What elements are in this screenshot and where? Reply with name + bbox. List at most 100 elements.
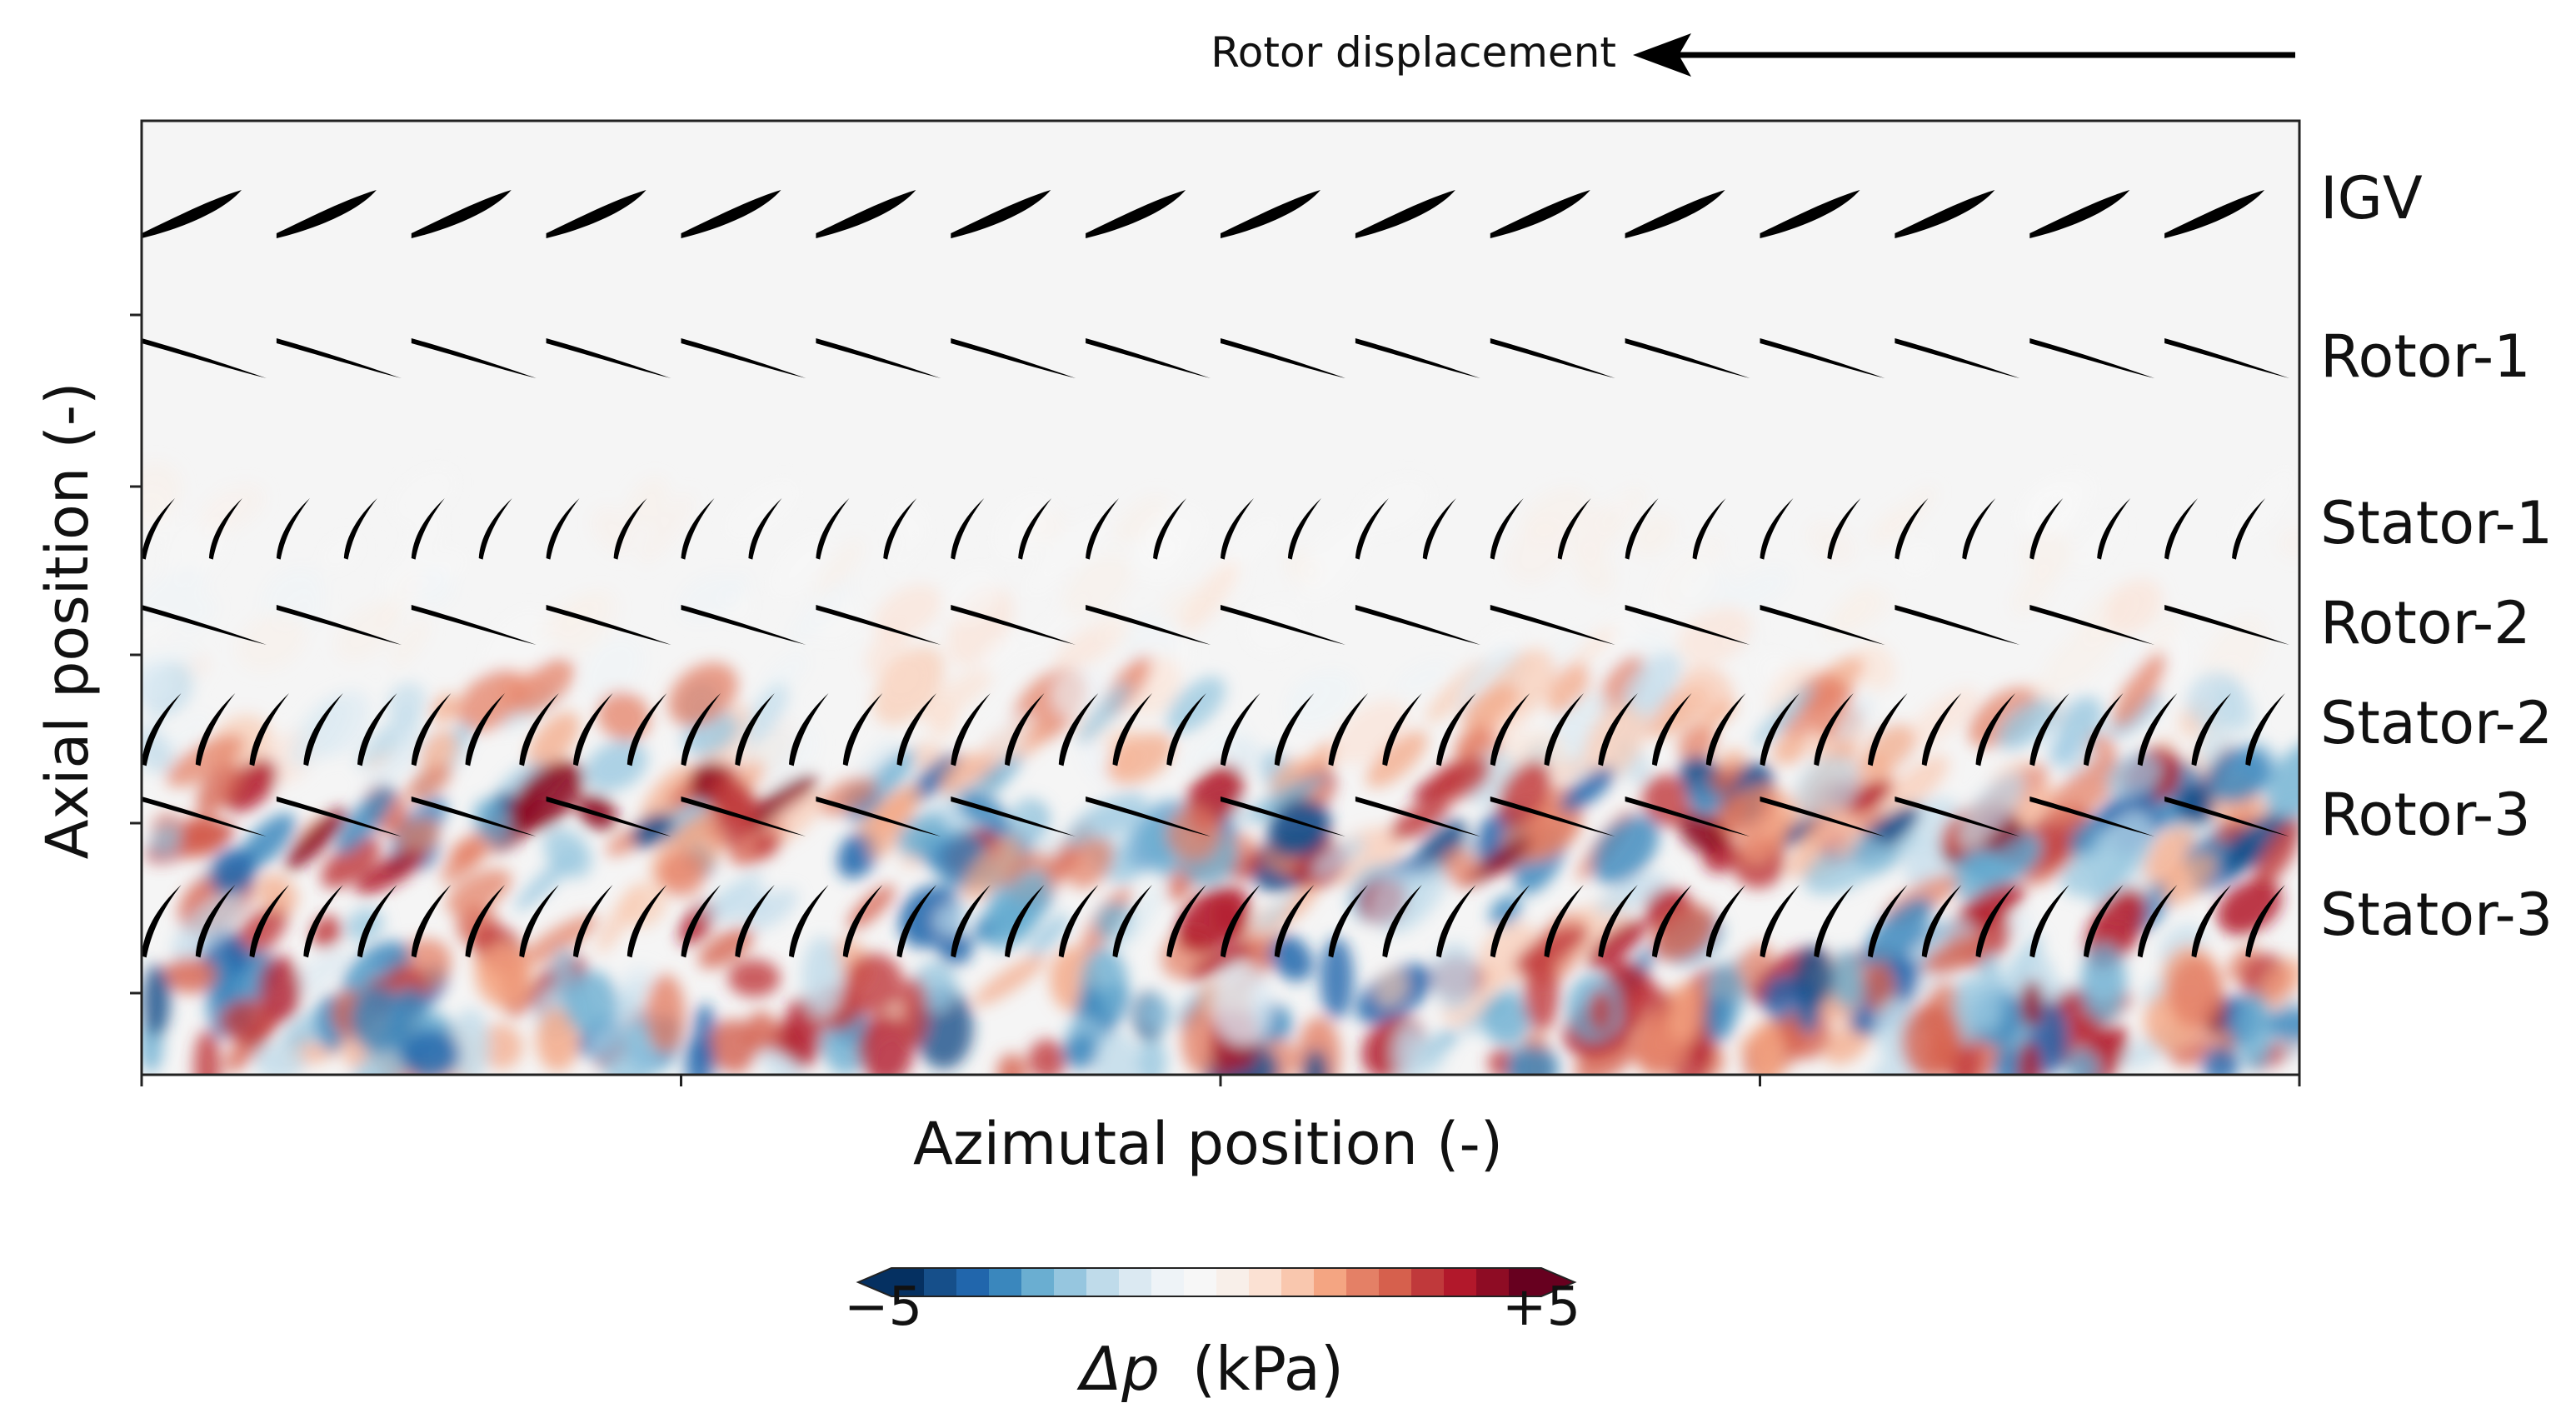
pressure-blob	[1923, 935, 1988, 976]
pressure-blob	[857, 785, 923, 839]
blade	[789, 885, 829, 958]
blade	[2029, 338, 2155, 378]
pressure-blob	[1696, 700, 1736, 731]
pressure-blob	[973, 954, 1046, 1006]
pressure-blob	[1136, 1037, 1167, 1075]
pressure-blob	[1310, 837, 1365, 876]
pressure-blob	[1953, 976, 1983, 1046]
blade-rows	[142, 190, 2290, 958]
pressure-blob	[1648, 543, 1719, 625]
blade	[1112, 885, 1152, 958]
pressure-blob	[199, 484, 265, 533]
blade	[816, 338, 941, 378]
pressure-blob	[254, 1042, 306, 1075]
blade	[1086, 796, 1211, 836]
pressure-blob	[514, 848, 581, 911]
pressure-blob	[237, 612, 307, 672]
blade	[1221, 498, 1254, 560]
pressure-blob	[1430, 756, 1491, 802]
row-label-stator-3: Stator-3	[2320, 881, 2553, 949]
pressure-blob	[600, 1026, 659, 1075]
blade	[1490, 885, 1530, 958]
pressure-blob	[709, 774, 756, 827]
pressure-blob	[1679, 811, 1726, 854]
blade	[816, 796, 941, 836]
blade	[573, 885, 613, 958]
pressure-blob	[2019, 980, 2044, 1029]
pressure-blob	[801, 936, 842, 1018]
pressure-blob	[888, 527, 931, 573]
blade	[1692, 498, 1726, 560]
rotor-displacement-arrow	[1633, 33, 2295, 77]
pressure-blob	[1994, 1044, 2020, 1075]
blade	[1328, 885, 1368, 958]
blade	[546, 190, 646, 238]
pressure-blob	[1957, 772, 2025, 847]
blade	[303, 693, 343, 766]
blade	[2029, 190, 2130, 238]
blade	[411, 338, 537, 378]
pressure-blob	[958, 791, 1008, 831]
blade	[1544, 885, 1584, 958]
pressure-blob	[406, 764, 452, 802]
pressure-blob	[1267, 799, 1331, 858]
blade-row-stator-1	[142, 498, 2266, 560]
blade	[1625, 190, 1725, 238]
pressure-blob	[673, 808, 718, 847]
blade	[1355, 338, 1480, 378]
blade-row-stator-3	[142, 885, 2285, 958]
pressure-blob	[1591, 815, 1660, 885]
pressure-blob	[1620, 652, 1682, 717]
pressure-blob	[1726, 567, 1790, 612]
blade	[1382, 693, 1422, 766]
pressure-blob	[2105, 578, 2163, 635]
blade	[681, 190, 781, 238]
pressure-blob	[592, 507, 635, 554]
blade	[1760, 885, 1800, 958]
pressure-blob	[1320, 937, 1354, 1020]
pressure-blob	[1299, 521, 1368, 601]
pressure-blob	[2219, 814, 2288, 873]
colorbar-segment	[1249, 1268, 1282, 1296]
blade	[1436, 885, 1476, 958]
pressure-blob	[1302, 1049, 1329, 1075]
pressure-blob	[873, 584, 942, 641]
pressure-blob	[858, 1014, 914, 1075]
pressure-blob	[639, 493, 694, 564]
blade	[2097, 498, 2131, 560]
pressure-blob	[1375, 969, 1409, 1007]
pressure-blob	[177, 814, 226, 859]
blade	[343, 498, 377, 560]
pressure-blob	[994, 492, 1055, 560]
blade	[1422, 498, 1456, 560]
pressure-blob	[762, 791, 824, 846]
pressure-blob	[142, 662, 175, 708]
blade	[2164, 605, 2290, 645]
pressure-blob	[844, 953, 904, 1015]
blade	[789, 693, 829, 766]
pressure-blob	[746, 889, 798, 931]
blade-row-rotor-2	[142, 605, 2290, 645]
pressure-blob	[1475, 623, 1525, 662]
pressure-blob	[1365, 731, 1428, 788]
pressure-blob	[1481, 994, 1531, 1046]
pressure-blob	[1062, 1034, 1100, 1071]
blade	[627, 885, 667, 958]
blade	[2029, 605, 2155, 645]
blade	[1895, 338, 2020, 378]
pressure-blob	[397, 817, 440, 859]
blade	[1355, 498, 1389, 560]
blade	[1086, 498, 1120, 560]
blade	[951, 338, 1076, 378]
pressure-blob	[382, 562, 427, 608]
blade	[1760, 338, 1885, 378]
pressure-blob	[745, 683, 789, 742]
colorbar-segment	[1054, 1268, 1087, 1296]
blade	[2029, 885, 2069, 958]
pressure-blob	[1679, 666, 1734, 716]
pressure-blob	[1461, 684, 1519, 731]
pressure-blob	[1751, 1021, 1784, 1075]
pressure-blob	[646, 974, 686, 1054]
blade	[842, 693, 883, 766]
blade	[465, 885, 505, 958]
